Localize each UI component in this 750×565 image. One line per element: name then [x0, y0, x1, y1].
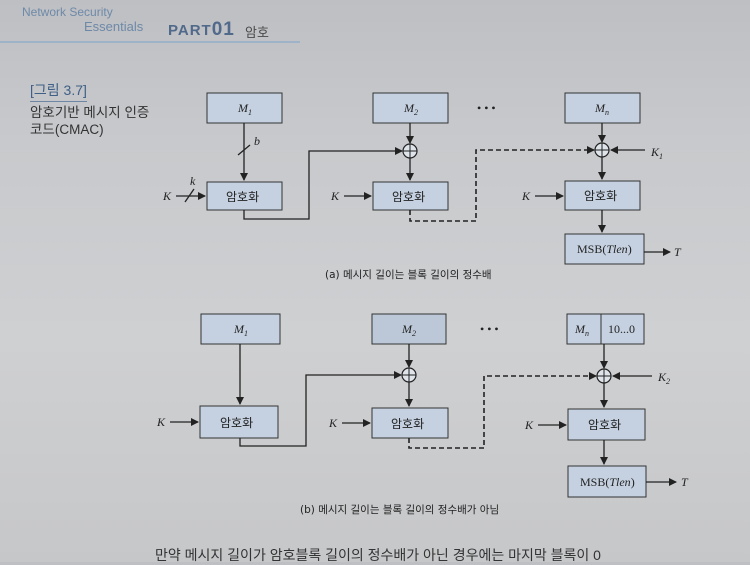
encrypt-label-n-b: 암호화	[588, 418, 621, 432]
label-k-enc1-a: K	[162, 189, 172, 203]
figure-label: [그림 3.7]	[30, 80, 87, 102]
ellipsis-b: • • •	[480, 322, 499, 336]
encrypt-label-1-b: 암호화	[220, 416, 253, 430]
encrypt-label-2-b: 암호화	[391, 417, 424, 431]
encrypt-block-1-a	[206, 181, 283, 211]
caption-b: (b) 메시지 길이는 블록 길이의 정수배가 아님	[300, 503, 499, 516]
label-t-b: T	[681, 475, 689, 489]
chapter-title: 암호	[245, 25, 269, 40]
part-indicator: PART01	[168, 19, 235, 41]
encrypt-label-2-a: 암호화	[392, 190, 425, 204]
book-series-title: Network Security	[22, 5, 113, 19]
label-b: b	[254, 134, 260, 148]
block-mn-a	[564, 92, 641, 124]
wire-enc2-xorn-b	[408, 375, 594, 449]
label-small-k: k	[190, 174, 196, 188]
wire-enc2-xorn-a	[409, 149, 592, 222]
encrypt-block-n-a	[564, 180, 641, 211]
wire-enc1-xor2-a	[243, 147, 403, 220]
part-prefix: PART	[168, 22, 212, 39]
label-mn-b: Mn	[574, 322, 589, 338]
label-m1-a: M1	[237, 101, 252, 117]
slash-k	[184, 188, 195, 203]
label-m2-a: M2	[403, 101, 418, 117]
encrypt-label-1-a: 암호화	[226, 190, 259, 204]
msb-block-b	[567, 465, 647, 498]
encrypt-block-1-b	[199, 405, 279, 439]
slash-b	[237, 144, 251, 156]
block-m2-b	[371, 313, 447, 345]
encrypt-block-2-a	[372, 181, 449, 211]
encrypt-block-2-b	[371, 407, 449, 439]
label-padding: 10...0	[608, 322, 635, 336]
label-k-enc2-b: K	[328, 416, 338, 430]
label-k-enc1-b: K	[156, 415, 166, 429]
label-m2-b: M2	[401, 322, 416, 338]
caption-a: (a) 메시지 길이는 블록 길이의 정수배	[325, 268, 492, 281]
label-k-encn-b: K	[524, 418, 534, 432]
msb-label-a: MSB(Tlen)	[577, 242, 632, 256]
msb-block-a	[564, 233, 645, 265]
label-t-a: T	[674, 245, 682, 259]
label-k-enc2-a: K	[330, 189, 340, 203]
body-text-cutoff: 만약 메시지 길이가 암호블록 길이의 정수배가 아닌 경우에는 마지막 블록이…	[155, 547, 601, 563]
label-mn-a: Mn	[594, 101, 609, 117]
ellipsis-a: • • •	[477, 101, 496, 115]
label-k2: K2	[657, 370, 670, 386]
encrypt-label-n-a: 암호화	[584, 189, 617, 203]
msb-label-b: MSB(Tlen)	[580, 475, 635, 489]
label-m1-b: M1	[233, 322, 248, 338]
header-rule	[0, 41, 300, 43]
part-number: 01	[211, 19, 235, 40]
block-m1-b	[200, 313, 281, 345]
block-mn-b	[566, 313, 645, 345]
label-k1: K1	[650, 145, 663, 161]
figure-title: 암호기반 메시지 인증 코드(CMAC)	[30, 105, 150, 137]
label-k-encn-a: K	[521, 189, 531, 203]
wire-enc1-xor2-b	[239, 371, 402, 447]
book-subtitle: Essentials	[84, 19, 144, 34]
encrypt-block-n-b	[567, 408, 646, 441]
